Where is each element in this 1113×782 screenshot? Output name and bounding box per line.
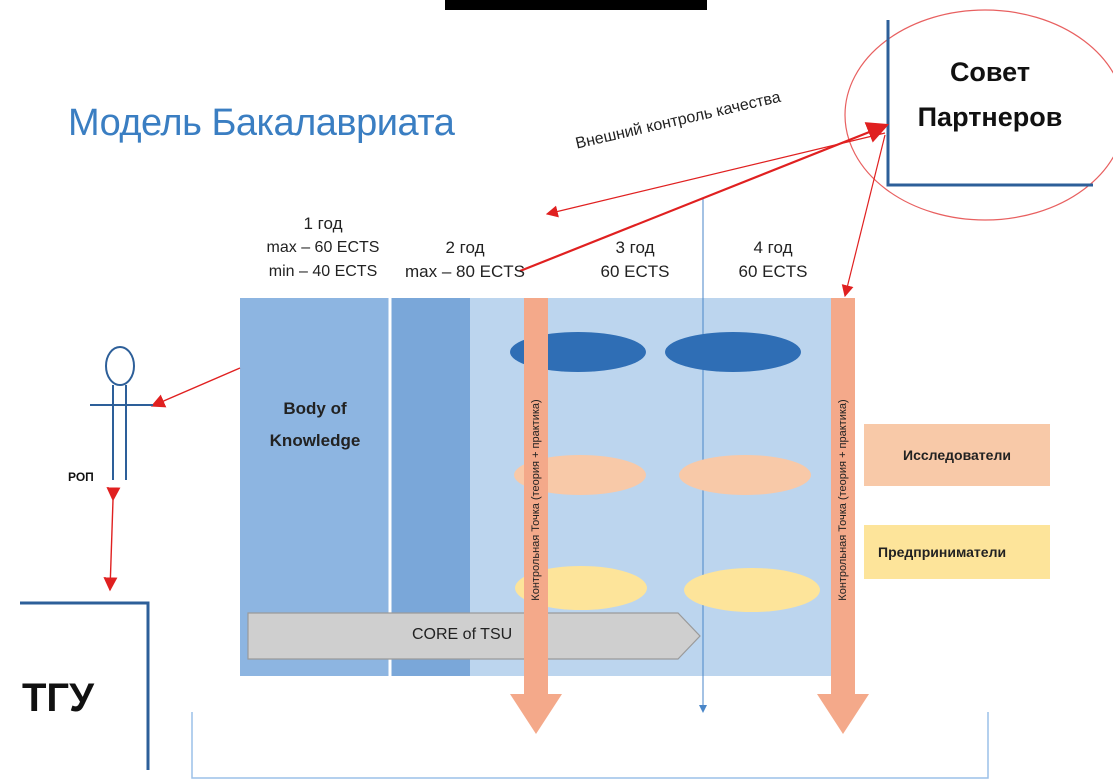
council-frame: [886, 20, 1093, 187]
year-1-label: 1 год: [303, 214, 343, 233]
council-title: Совет Партнеров: [905, 50, 1075, 140]
tgu-label: ТГУ: [22, 676, 94, 720]
control-point-label-2: Контрольная Точка (теория + практика): [837, 399, 849, 601]
year-3-header: 3 год 60 ECTS: [590, 236, 680, 284]
bok-line-1: Body of: [283, 399, 347, 418]
core-arrow: [247, 612, 701, 660]
year-1-header: 1 год max – 60 ECTS min – 40 ECTS: [258, 212, 388, 284]
rop-label: РОП: [68, 470, 94, 484]
tag-entrepreneurs-bg: [864, 525, 1050, 579]
tag-researchers-bg: [864, 424, 1050, 486]
year-1-min: min – 40 ECTS: [268, 263, 378, 280]
year-4-ects: 60 ECTS: [738, 262, 808, 281]
year-2-ects: max – 80 ECTS: [405, 262, 525, 281]
page-title: Модель Бакалавриата: [68, 102, 455, 144]
body-of-knowledge: Body of Knowledge: [240, 393, 390, 457]
ellipse-yellow-2: [684, 568, 820, 612]
top-black-bar: [445, 0, 707, 10]
rop-tgu-double-arrow: [103, 487, 121, 592]
year-3-label: 3 год: [615, 238, 655, 257]
bok-to-rop-arrow: [150, 367, 241, 408]
year-1-max: max – 60 ECTS: [266, 239, 380, 256]
council-oval: [844, 9, 1113, 221]
year-3-ects: 60 ECTS: [600, 262, 670, 281]
control-point-arrow-2: [817, 298, 869, 734]
tag-entrepreneurs: Предприниматели: [878, 544, 1007, 560]
year-4-header: 4 год 60 ECTS: [728, 236, 818, 284]
council-to-control-point: [841, 134, 886, 298]
council-to-year2-line: [519, 122, 890, 273]
control-point-label-1: Контрольная Точка (теория + практика): [530, 399, 542, 601]
external-control-arrow: [545, 132, 886, 218]
ellipse-blue-2: [665, 332, 801, 372]
ellipse-peach-2: [679, 455, 811, 495]
bok-line-2: Knowledge: [269, 431, 361, 450]
core-label: CORE of TSU: [412, 626, 513, 643]
council-line-1: Совет: [949, 57, 1031, 87]
year-4-label: 4 год: [753, 238, 793, 257]
rop-figure: [90, 346, 153, 480]
bottom-bracket: [191, 712, 989, 779]
council-line-2: Партнеров: [917, 102, 1063, 132]
control-point-arrow-1: [510, 298, 562, 734]
year-2-label: 2 год: [445, 238, 485, 257]
year-2-header: 2 год max – 80 ECTS: [395, 236, 535, 284]
tgu-frame: [20, 601, 150, 770]
tag-researchers: Исследователи: [903, 447, 1011, 463]
